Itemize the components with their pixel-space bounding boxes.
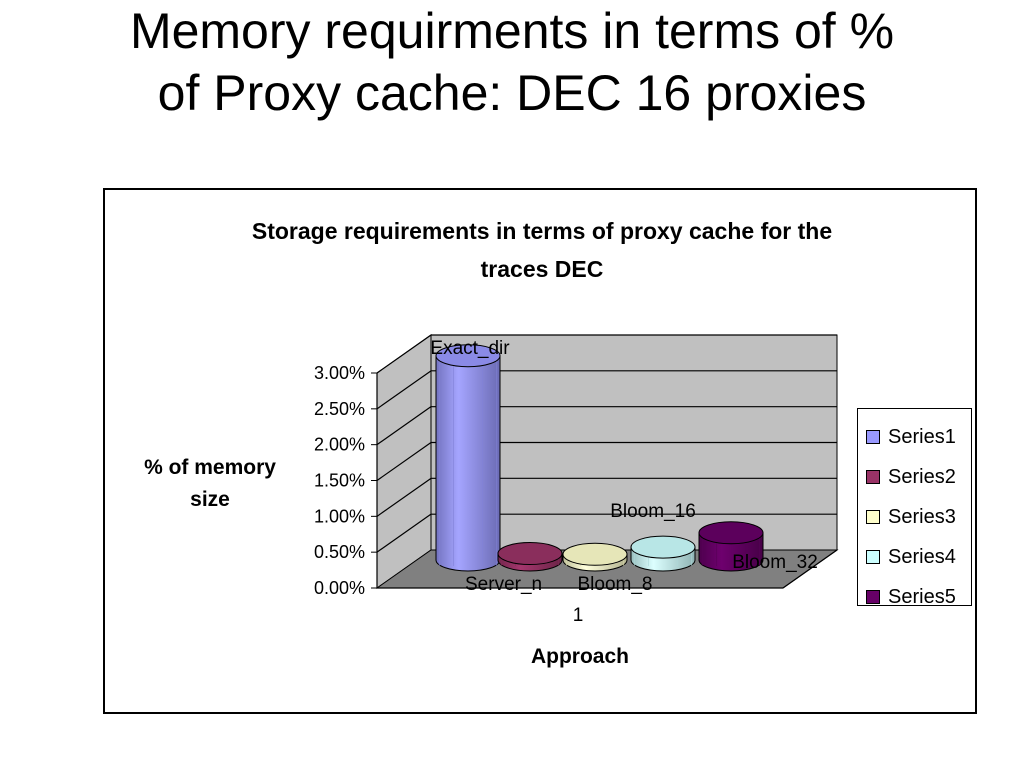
y-tick-label: 1.50% <box>314 471 365 491</box>
y-axis-label-line2: size <box>190 488 230 511</box>
gridline-side <box>376 334 432 374</box>
data-label-bloom-8: Bloom_8 <box>578 574 653 595</box>
chart-title: Storage requirements in terms of proxy c… <box>105 212 979 288</box>
y-axis-label-line1: % of memory <box>144 456 276 479</box>
y-tick-label: 2.50% <box>314 399 365 419</box>
bar-top-series3 <box>562 542 628 566</box>
legend-label: Series4 <box>888 545 956 568</box>
y-tick-label: 0.50% <box>314 542 365 562</box>
y-tick-label: 1.00% <box>314 506 365 526</box>
bar-series1 <box>435 355 501 572</box>
slide-title-line1: Memory requirments in terms of % <box>129 3 895 59</box>
legend-label: Series2 <box>888 465 956 488</box>
gridline-side <box>376 370 432 410</box>
legend-item-series3: Series3 <box>858 497 971 537</box>
gridline-side <box>376 442 432 481</box>
bar-top-series2 <box>497 542 563 566</box>
x-axis-depth-line <box>782 549 838 589</box>
data-label-server-n: Server_n <box>465 574 542 595</box>
chart-title-line2: traces DEC <box>480 256 604 282</box>
data-label-exact-dir: Exact_dir <box>430 338 510 359</box>
legend-swatch <box>866 470 880 484</box>
legend-swatch <box>866 430 880 444</box>
y-axis-label: % of memory size <box>125 452 295 516</box>
legend-item-series2: Series2 <box>858 457 971 497</box>
legend-label: Series1 <box>888 425 956 448</box>
bar-top-series1 <box>435 344 501 368</box>
legend-item-series5: Series5 <box>858 577 971 617</box>
legend-swatch <box>866 550 880 564</box>
x-axis-label: Approach <box>530 645 629 668</box>
chart-frame: Storage requirements in terms of proxy c… <box>103 188 977 714</box>
legend-swatch <box>866 590 880 604</box>
data-label-server-n-wrap: 1 <box>573 605 584 626</box>
data-label-bloom-16: Bloom_16 <box>610 501 696 522</box>
chart-title-line1: Storage requirements in terms of proxy c… <box>251 218 833 244</box>
bar-top-series5 <box>698 521 764 545</box>
y-tick-label: 2.00% <box>314 435 365 455</box>
gridline-side <box>376 513 432 553</box>
y-tick-label: 0.00% <box>314 578 365 598</box>
legend-label: Series3 <box>888 505 956 528</box>
legend-swatch <box>866 510 880 524</box>
y-tick-label: 3.00% <box>314 363 365 383</box>
bar-top-series4 <box>630 535 696 559</box>
gridline-side <box>376 406 432 446</box>
plot-area: 0.00% 0.50% 1.00% 1.50% 2.00% 2.50% 3.00% Exact… <box>314 334 839 626</box>
slide-title: Memory requirments in terms of % of Prox… <box>0 0 1024 124</box>
data-label-bloom-32: Bloom_32 <box>732 552 818 573</box>
legend-item-series4: Series4 <box>858 537 971 577</box>
legend-item-series1: Series1 <box>858 417 971 457</box>
legend-label: Series5 <box>888 585 956 608</box>
gridline-side <box>376 477 432 517</box>
slide-title-line2: of Proxy cache: DEC 16 proxies <box>157 65 867 121</box>
